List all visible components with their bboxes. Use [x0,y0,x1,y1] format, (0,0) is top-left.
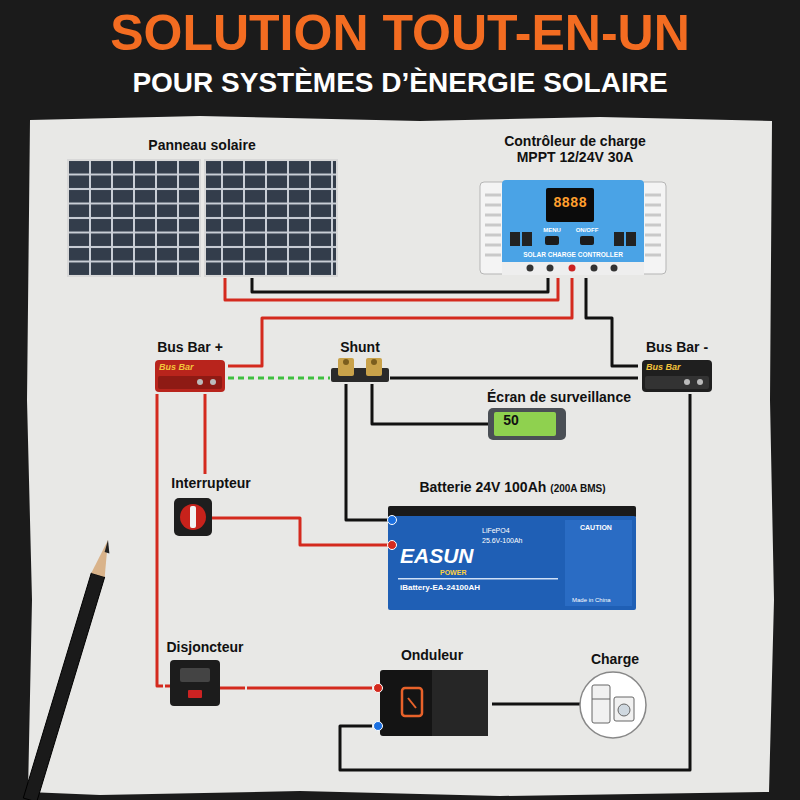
label-group: Charge [591,650,639,667]
component-label: Panneau solaire [148,137,255,153]
charge-controller [480,180,666,275]
label-group: Onduleur [401,646,463,663]
wire [157,394,163,686]
device-marking: Bus Bar [646,363,681,373]
wire [252,278,548,292]
wire [204,394,207,474]
wire [492,703,575,706]
model-number: iBattery-EA-24100AH [400,584,480,593]
lifepo4-battery [385,506,636,610]
device-marking: Bus Bar [159,363,194,373]
solar-panel [205,160,337,276]
button-label: MENU [540,227,564,234]
label-group: Panneau solaire [148,136,255,153]
label-group: Shunt [340,338,380,355]
label-group: Contrôleur de charge MPPT 12/24V 30A [490,132,660,165]
device-marking: 25.6V-100Ah [482,537,522,545]
label-group: Disjoncteur [166,638,243,655]
component-label: Bus Bar + [157,339,223,355]
label-group: Bus Bar + [157,338,223,355]
wire [346,384,385,520]
component: Onduleur [372,646,492,738]
inverter [374,670,489,736]
title: SOLUTION TOUT-EN-UN [0,6,800,61]
paper [27,116,774,796]
component-label: Batterie 24V 100Ah [419,479,546,495]
pencil [23,540,109,800]
component: Panneau solaire [66,136,338,278]
wire [586,278,638,366]
device-marking: SOLAR CHARGE CONTROLLER [505,251,641,258]
label-group: Écran de surveillance [487,388,631,405]
wire [228,377,330,380]
label-group: Interrupteur [171,474,250,491]
battery-switch [174,498,254,536]
shunt [331,358,389,382]
wire [254,518,385,545]
bus-bar-negative [642,360,712,392]
label-group: Bus Bar - [646,338,708,355]
component-label: Écran de surveillance [487,389,631,405]
component-label: Interrupteur [171,475,250,491]
component: Charge [575,650,655,740]
button-label: ON/OFF [573,227,601,234]
component: Disjoncteur [163,638,247,708]
solar-panel [68,160,200,276]
component-label: Disjoncteur [166,639,243,655]
wire [372,384,484,424]
component: Shunt [330,338,390,384]
component-label: Charge [591,651,639,667]
component-label: Bus Bar - [646,339,708,355]
circuit-breaker [165,660,245,706]
subtitle: POUR SYSTÈMES D’ÈNERGIE SOLAIRE [0,68,800,99]
wire [247,687,372,690]
display-reading: 8888 [546,196,594,211]
battery-monitor [484,408,566,440]
device-marking: CAUTION [580,524,612,532]
brand-logo: POWER [440,569,466,577]
display-reading: 50 [496,413,526,428]
device-marking: Made in China [572,597,611,604]
label-group: Batterie 24V 100Ah (200A BMS) [419,478,605,495]
bus-bar-positive [155,360,225,392]
load-appliances [575,672,646,738]
wire [225,278,558,300]
component-label: Contrôleur de charge MPPT 12/24V 30A [504,133,646,165]
component-note: (200A BMS) [550,483,605,494]
brand-logo: EASUN [400,544,474,567]
wire [228,278,572,366]
component-label: Onduleur [401,647,463,663]
wire [340,394,690,770]
wire [390,377,638,380]
device-marking: LiFePO4 [482,527,510,535]
component-label: Shunt [340,339,380,355]
component: Interrupteur [168,474,254,538]
